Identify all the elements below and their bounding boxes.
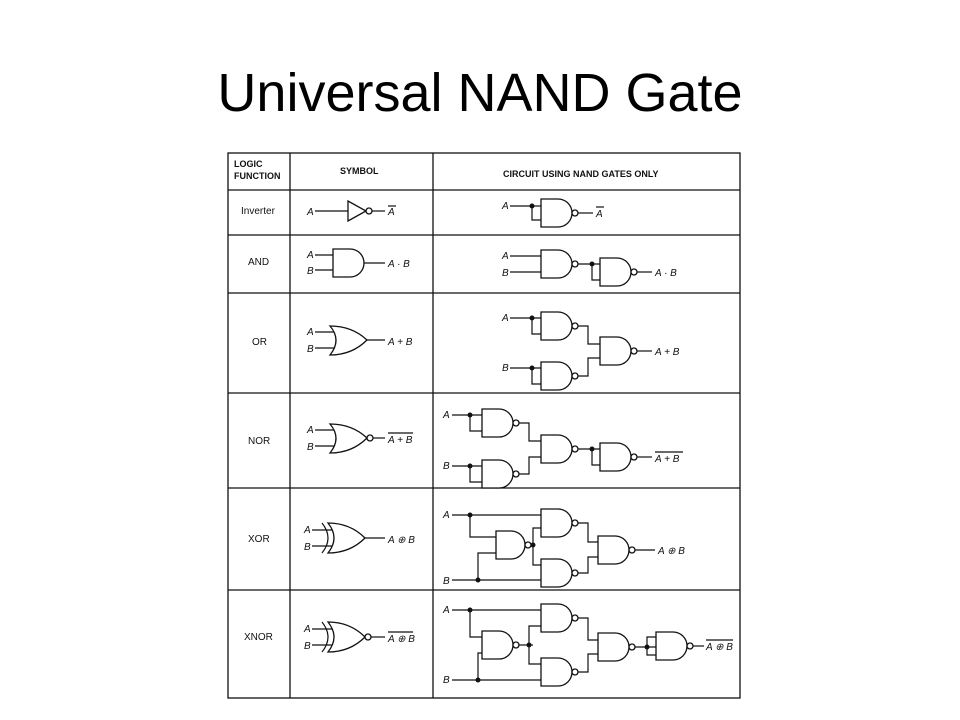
nor-circuit: A B A + B: [442, 408, 683, 489]
svg-text:A ⊕ B: A ⊕ B: [387, 535, 415, 546]
svg-text:B: B: [502, 363, 509, 374]
svg-text:A ⊕ B: A ⊕ B: [657, 546, 685, 557]
svg-text:B: B: [443, 576, 450, 587]
inverter-circuit: A A: [501, 198, 604, 228]
svg-text:A: A: [306, 250, 314, 261]
svg-text:B: B: [307, 266, 314, 277]
svg-text:A: A: [303, 525, 311, 536]
xnor-circuit: A B A ⊕ B: [442, 603, 733, 687]
svg-text:B: B: [502, 268, 509, 279]
svg-text:A: A: [501, 251, 509, 262]
svg-text:A · B: A · B: [654, 268, 677, 279]
svg-text:A: A: [387, 207, 395, 218]
svg-text:A + B: A + B: [654, 454, 680, 465]
svg-text:A: A: [442, 605, 450, 616]
svg-text:A + B: A + B: [387, 337, 413, 348]
inverter-symbol: A A: [306, 199, 396, 223]
svg-text:A ⊕ B: A ⊕ B: [387, 634, 415, 645]
svg-text:A: A: [501, 201, 509, 212]
slide-title: Universal NAND Gate: [217, 63, 743, 123]
svg-text:A: A: [306, 327, 314, 338]
function-xnor: XNOR: [244, 632, 273, 643]
xor-symbol: A B A ⊕ B: [303, 522, 415, 554]
svg-text:A ⊕ B: A ⊕ B: [705, 642, 733, 653]
svg-text:B: B: [304, 542, 311, 553]
svg-text:A: A: [442, 410, 450, 421]
or-circuit: A B A + B: [501, 311, 680, 391]
svg-text:B: B: [443, 461, 450, 472]
function-nor: NOR: [248, 436, 270, 447]
svg-text:A: A: [306, 207, 314, 218]
nor-symbol: A B A + B: [306, 423, 413, 454]
header-circuit: CIRCUIT USING NAND GATES ONLY: [503, 169, 659, 179]
svg-text:A + B: A + B: [654, 347, 680, 358]
svg-text:B: B: [307, 344, 314, 355]
svg-text:A: A: [501, 313, 509, 324]
function-or: OR: [252, 337, 267, 348]
header-logic: LOGIC: [234, 159, 263, 169]
and-circuit: A B A · B: [501, 249, 677, 287]
svg-text:A: A: [442, 510, 450, 521]
svg-text:A: A: [595, 209, 603, 220]
svg-text:B: B: [307, 442, 314, 453]
function-xor: XOR: [248, 534, 270, 545]
svg-text:A + B: A + B: [387, 435, 413, 446]
svg-text:A · B: A · B: [387, 259, 410, 270]
header-symbol: SYMBOL: [340, 166, 379, 176]
xor-circuit: A B A ⊕ B: [442, 508, 685, 588]
or-symbol: A B A + B: [306, 325, 413, 356]
svg-text:A: A: [306, 425, 314, 436]
header-function: FUNCTION: [234, 171, 281, 181]
table-grid: [227, 152, 741, 699]
svg-text:B: B: [443, 675, 450, 686]
function-and: AND: [248, 257, 269, 268]
svg-text:A: A: [303, 624, 311, 635]
xnor-symbol: A B A ⊕ B: [303, 621, 415, 653]
and-symbol: A B A · B: [306, 248, 410, 278]
svg-text:B: B: [304, 641, 311, 652]
function-inverter: Inverter: [241, 206, 276, 217]
